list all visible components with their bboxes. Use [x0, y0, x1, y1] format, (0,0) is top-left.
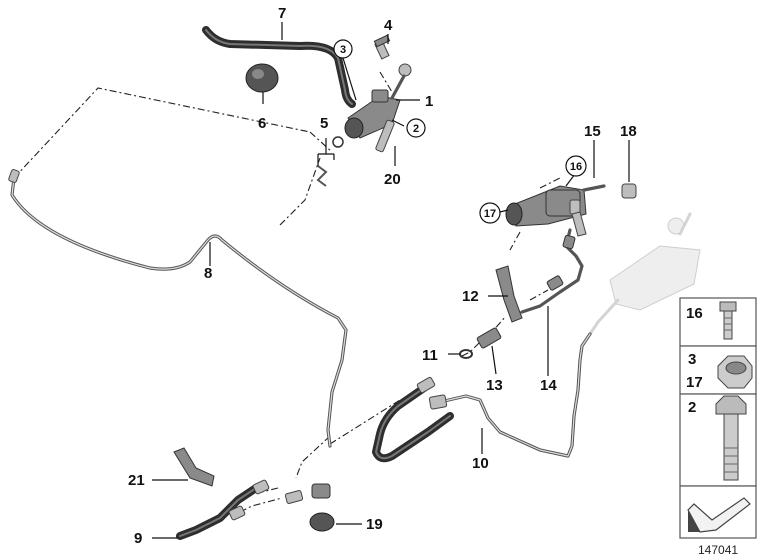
pipe-14	[520, 228, 584, 314]
circle-label-3: 3	[340, 44, 346, 56]
rod-20	[375, 119, 395, 153]
label-11: 11	[422, 347, 438, 364]
label-20: 20	[384, 171, 401, 188]
legend-label-2: 2	[688, 399, 696, 416]
bracket-21	[173, 447, 215, 487]
circle-label-17: 17	[484, 208, 496, 220]
label-19: 19	[366, 516, 383, 533]
circle-label-2: 2	[413, 123, 419, 135]
part-labels: 7 4 1 6 5 20 15 18 8 12 11 13 14 10 21 9…	[128, 5, 637, 547]
hose-9	[176, 479, 270, 540]
circle-label-16: 16	[570, 161, 582, 173]
label-7: 7	[278, 5, 286, 22]
connector-13	[476, 327, 502, 349]
slave-cylinder-15	[505, 184, 606, 237]
fastener-legend: 16 3 17 2	[679, 297, 757, 539]
label-14: 14	[540, 377, 557, 394]
bolt-large-icon	[715, 395, 747, 481]
label-10: 10	[472, 455, 489, 472]
bolt-small-icon	[719, 301, 737, 340]
legend-label-3: 3	[688, 351, 696, 368]
nut-icon	[717, 355, 753, 389]
hose-7	[202, 26, 356, 108]
label-9: 9	[134, 530, 142, 547]
label-21: 21	[128, 472, 145, 489]
legend-label-17: 17	[686, 374, 703, 391]
bracket-12	[495, 265, 523, 323]
pipe-8	[8, 169, 348, 448]
pipe-10	[428, 332, 592, 458]
label-6: 6	[258, 115, 266, 132]
bolt-4	[373, 34, 391, 60]
flex-hose	[372, 376, 454, 463]
legend-label-16: 16	[686, 305, 703, 322]
clip-5	[316, 165, 328, 187]
label-8: 8	[204, 265, 212, 282]
label-4: 4	[384, 17, 393, 34]
direction-arrow-icon	[687, 497, 751, 533]
ghost-assembly	[588, 212, 701, 336]
diagram-reference-number: 147041	[698, 543, 738, 557]
cap-18	[621, 183, 637, 199]
label-18: 18	[620, 123, 637, 140]
master-cylinder-1	[332, 63, 412, 148]
label-15: 15	[584, 123, 601, 140]
label-13: 13	[486, 377, 503, 394]
label-12: 12	[462, 288, 479, 305]
grommet-19	[284, 483, 335, 532]
circled-labels: 3 2 16 17	[333, 39, 587, 224]
label-1: 1	[425, 93, 433, 110]
grommet-6	[245, 63, 279, 93]
leader-lines	[152, 22, 630, 539]
label-5: 5	[320, 115, 328, 132]
